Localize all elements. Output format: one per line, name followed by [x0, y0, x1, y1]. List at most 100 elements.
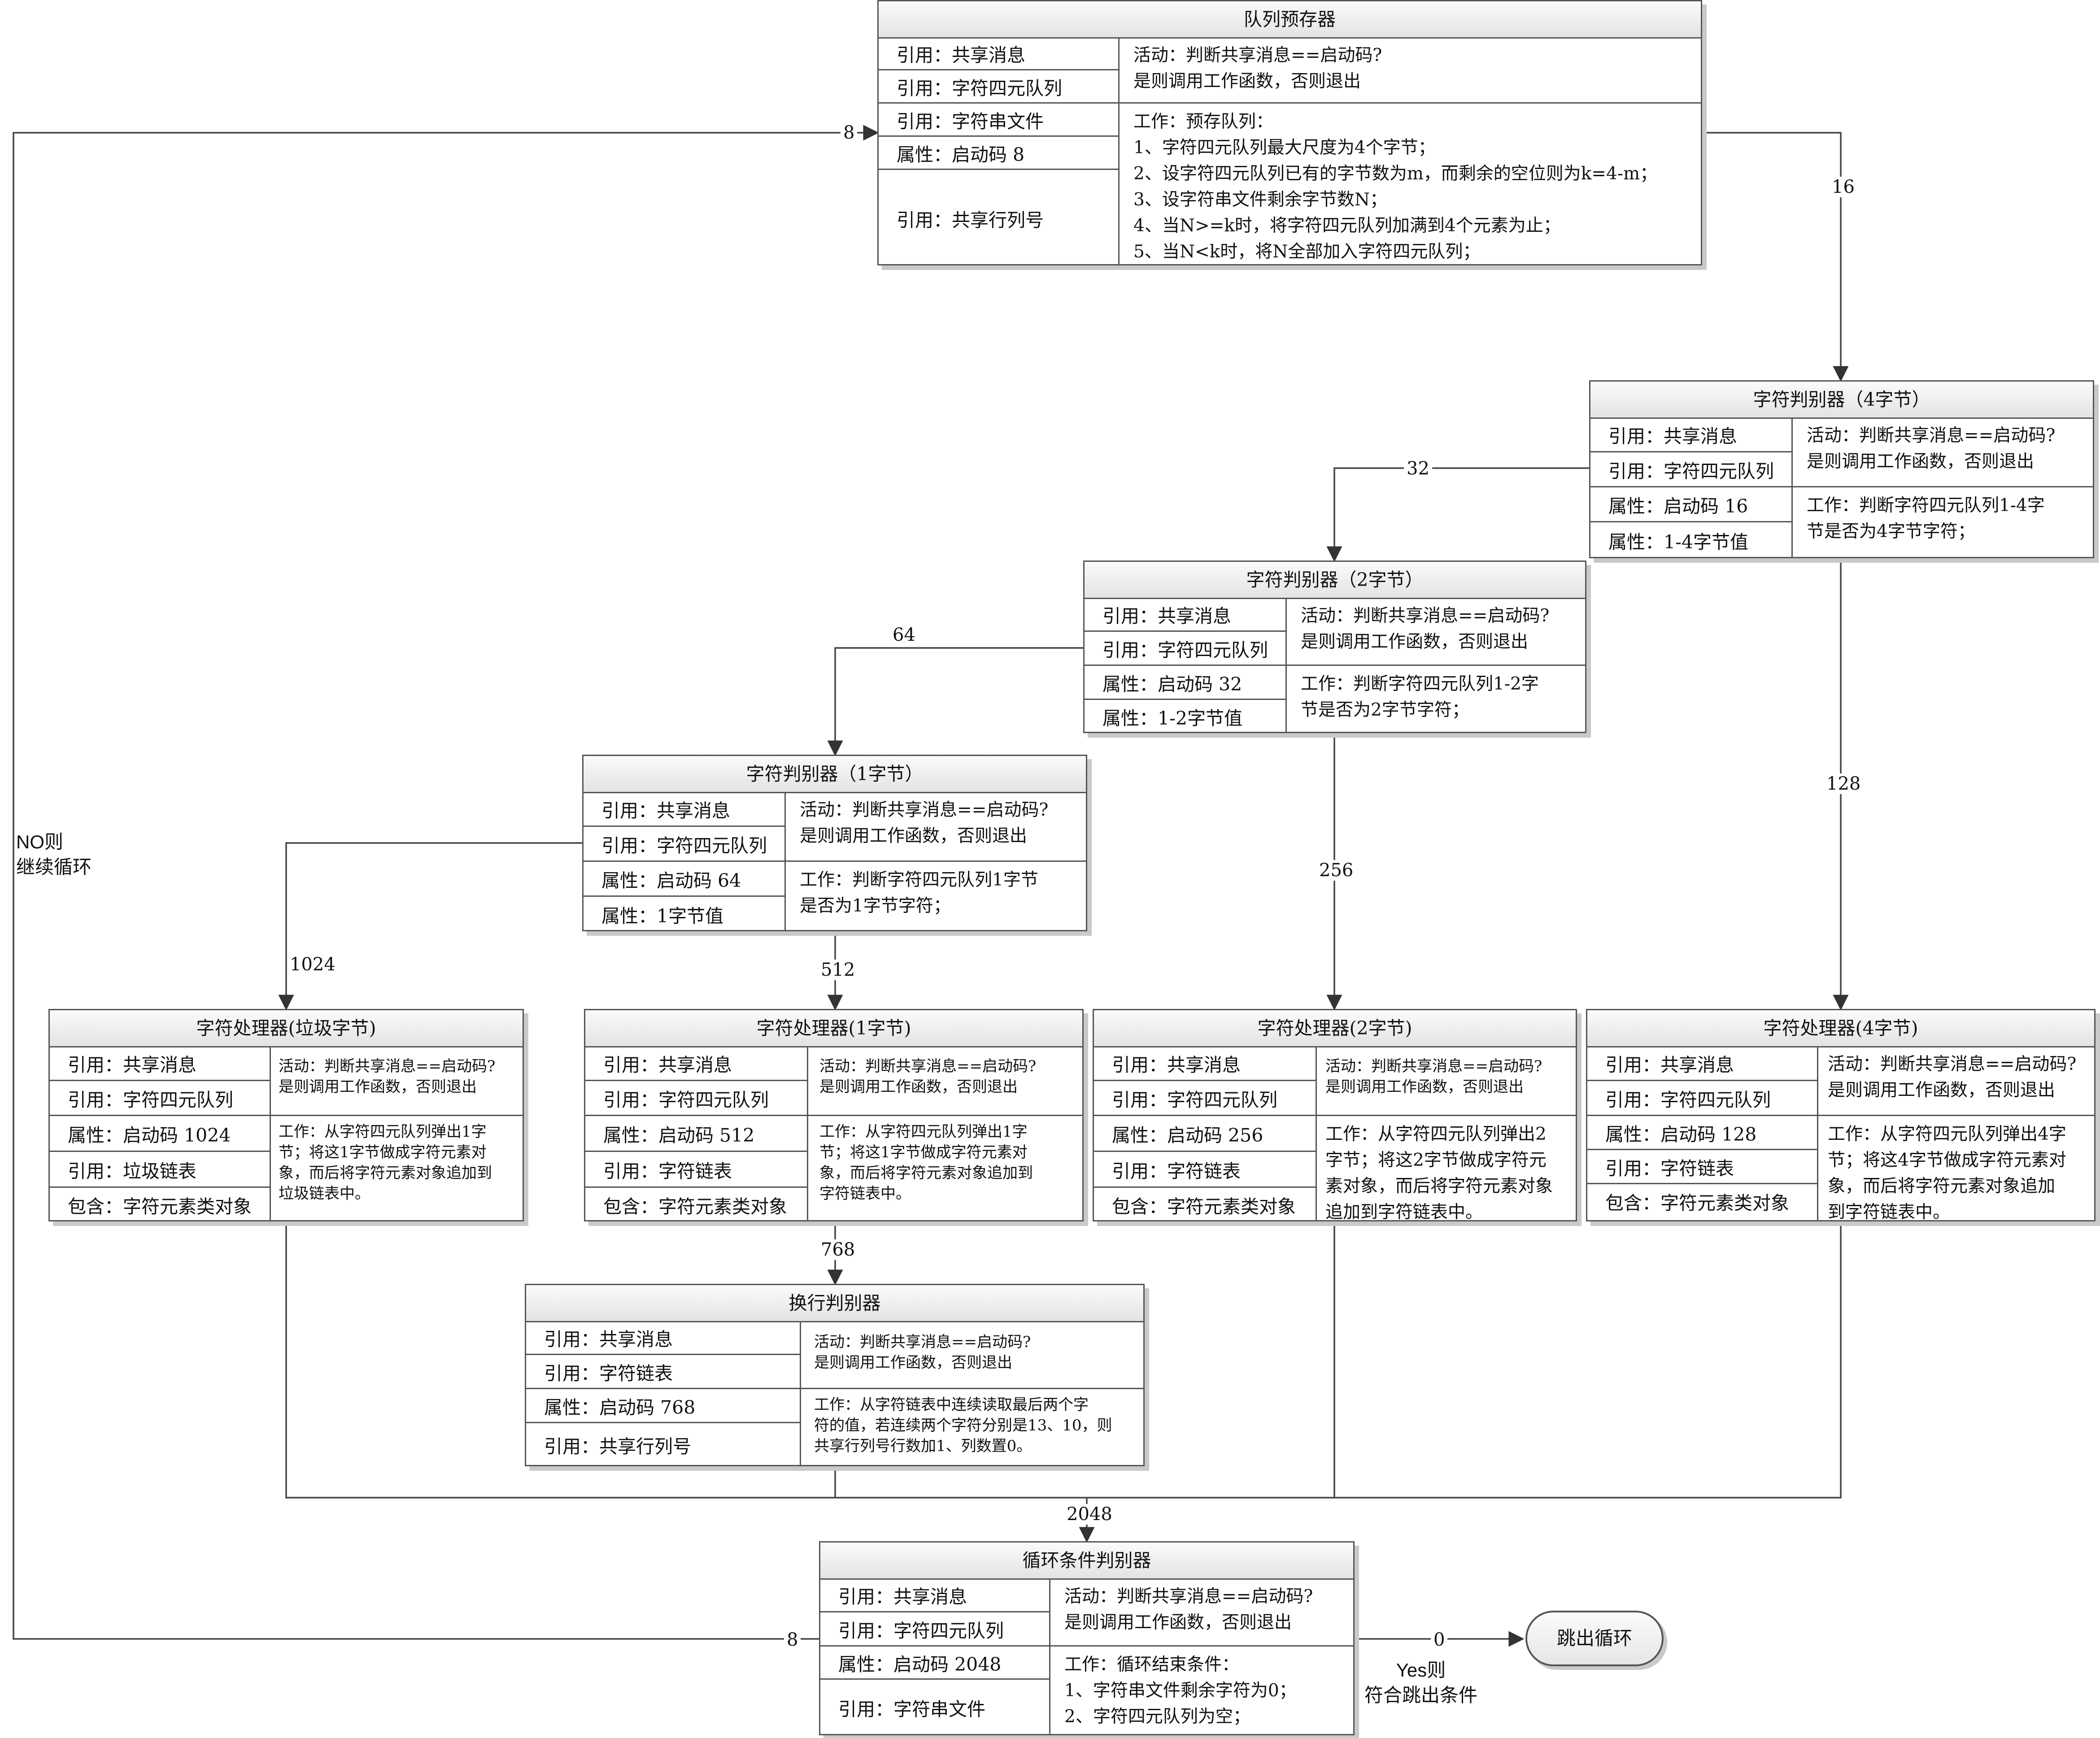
loop-condition-judge-methods: 活动：判断共享消息==启动码? 是则调用工作函数，否则退出 工作：循环结束条件：… — [1046, 1578, 1353, 1734]
field-row: 引用：共享消息 — [526, 1321, 800, 1355]
field-row: 属性：1-2字节值 — [1102, 708, 1243, 729]
field-row: 属性：启动码 768 — [526, 1389, 800, 1423]
activity-text: 活动：判断共享消息==启动码? 是则调用工作函数，否则退出 — [797, 1321, 1143, 1389]
work-text: 工作：判断字符四元队列1-2字 节是否为2字节字符； — [1301, 674, 1539, 720]
queue-prestore-fields: 引用：共享消息 引用：字符四元队列 引用：字符串文件 属性：启动码 8 引用：共… — [879, 37, 1120, 264]
activity-text: 活动：判断共享消息==启动码? 是则调用工作函数，否则退出 — [1115, 37, 1701, 104]
work-text: 工作：从字符四元队列弹出1字 节；将这1字节做成字符元素对 象，而后将字符元素对… — [279, 1123, 492, 1203]
field-row: 引用：字符四元队列 — [1085, 632, 1285, 666]
edge-32 — [1326, 467, 1589, 562]
activity-text: 活动：判断共享消息==启动码? 是则调用工作函数，否则退出 — [804, 1046, 1082, 1116]
field-row: 引用：共享消息 — [1590, 417, 1791, 452]
edge-label-2048: 2048 — [1064, 1504, 1115, 1525]
field-row: 引用：字符串文件 — [838, 1699, 985, 1720]
field-row: 属性：启动码 16 — [1590, 487, 1791, 522]
activity-text: 活动：判断共享消息==启动码? 是则调用工作函数，否则退出 — [1283, 598, 1585, 666]
newline-judge-methods: 活动：判断共享消息==启动码? 是则调用工作函数，否则退出 工作：从字符链表中连… — [797, 1321, 1143, 1465]
field-row: 引用：字符四元队列 — [879, 70, 1118, 104]
loop-condition-judge-title: 循环条件判别器 — [820, 1542, 1353, 1580]
field-row: 引用：共享消息 — [1085, 598, 1285, 632]
edge-label-64: 64 — [890, 625, 918, 645]
char-processor-2-box: 字符处理器(2字节) 引用：共享消息 引用：字符四元队列 属性：启动码 256 … — [1093, 1009, 1577, 1222]
field-row: 属性：启动码 128 — [1587, 1116, 1817, 1150]
field-row: 引用：共享消息 — [879, 37, 1118, 70]
char-processor-1-title: 字符处理器(1字节) — [585, 1010, 1082, 1047]
field-row: 包含：字符元素类对象 — [1605, 1192, 1789, 1214]
field-row: 属性：启动码 512 — [585, 1116, 807, 1152]
field-row: 属性：启动码 8 — [879, 137, 1118, 170]
char-processor-1-methods: 活动：判断共享消息==启动码? 是则调用工作函数，否则退出 工作：从字符四元队列… — [804, 1046, 1082, 1220]
field-row: 引用：字符四元队列 — [1587, 1081, 1817, 1116]
field-row: 属性：启动码 32 — [1085, 666, 1285, 700]
field-row: 引用：字符链表 — [585, 1152, 807, 1188]
char-judge-1-box: 字符判别器（1字节） 引用：共享消息 引用：字符四元队列 属性：启动码 64 属… — [582, 755, 1087, 931]
field-row: 引用：字符链表 — [1587, 1150, 1817, 1184]
activity-text: 活动：判断共享消息==启动码? 是则调用工作函数，否则退出 — [1046, 1578, 1353, 1647]
exit-loop-terminal: 跳出循环 — [1525, 1611, 1664, 1666]
edge-1024 — [278, 842, 582, 1011]
field-row: 属性：启动码 1024 — [50, 1116, 270, 1152]
field-row: 属性：1-4字节值 — [1608, 531, 1749, 553]
field-row: 属性：1字节值 — [601, 905, 724, 927]
field-row: 引用：字符四元队列 — [584, 827, 784, 862]
field-row: 属性：启动码 2048 — [820, 1647, 1049, 1680]
char-processor-4-title: 字符处理器(4字节) — [1587, 1010, 2094, 1047]
work-text: 工作：判断字符四元队列1-4字 节是否为4字节字符； — [1807, 495, 2045, 542]
char-judge-4-box: 字符判别器（4字节） 引用：共享消息 引用：字符四元队列 属性：启动码 16 属… — [1589, 380, 2094, 558]
char-judge-2-fields: 引用：共享消息 引用：字符四元队列 属性：启动码 32 属性：1-2字节值 — [1085, 598, 1287, 732]
edge-label-8-bottom: 8 — [784, 1629, 801, 1650]
char-processor-1-box: 字符处理器(1字节) 引用：共享消息 引用：字符四元队列 属性：启动码 512 … — [584, 1009, 1084, 1221]
edge-label-256: 256 — [1316, 860, 1356, 881]
field-row: 引用：字符四元队列 — [585, 1081, 807, 1116]
field-row: 引用：共享消息 — [820, 1578, 1049, 1612]
char-judge-2-box: 字符判别器（2字节） 引用：共享消息 引用：字符四元队列 属性：启动码 32 属… — [1083, 561, 1586, 733]
char-judge-1-title: 字符判别器（1字节） — [584, 756, 1086, 793]
no-continue-loop-note: NO则 继续循环 — [16, 831, 92, 878]
edge-label-512: 512 — [818, 960, 858, 980]
field-row: 引用：字符四元队列 — [50, 1081, 270, 1116]
field-row: 属性：启动码 64 — [584, 862, 784, 897]
work-text: 工作：预存队列： 1、字符四元队列最大尺度为4个字节； 2、设字符四元队列已有的… — [1133, 112, 1658, 262]
edge-label-8-top: 8 — [841, 122, 858, 143]
edge-label-128: 128 — [1824, 773, 1864, 794]
loop-condition-judge-box: 循环条件判别器 引用：共享消息 引用：字符四元队列 属性：启动码 2048 引用… — [819, 1541, 1355, 1735]
newline-judge-box: 换行判别器 引用：共享消息 引用：字符链表 属性：启动码 768 引用：共享行列… — [525, 1284, 1145, 1466]
work-text: 工作：从字符四元队列弹出1字 节；将这1字节做成字符元素对 象，而后将字符元素对… — [819, 1123, 1033, 1203]
newline-judge-fields: 引用：共享消息 引用：字符链表 属性：启动码 768 引用：共享行列号 — [526, 1321, 801, 1465]
char-judge-2-title: 字符判别器（2字节） — [1085, 562, 1585, 599]
field-row: 引用：共享行列号 — [897, 209, 1044, 231]
edge-label-32: 32 — [1404, 458, 1432, 479]
edge-label-1024: 1024 — [287, 954, 338, 975]
edge-label-0: 0 — [1431, 1629, 1448, 1650]
char-processor-garbage-title: 字符处理器(垃圾字节) — [50, 1010, 523, 1047]
char-judge-2-methods: 活动：判断共享消息==启动码? 是则调用工作函数，否则退出 工作：判断字符四元队… — [1283, 598, 1585, 732]
field-row: 引用：共享消息 — [50, 1046, 270, 1081]
char-processor-garbage-box: 字符处理器(垃圾字节) 引用：共享消息 引用：字符四元队列 属性：启动码 102… — [48, 1009, 524, 1221]
char-judge-4-fields: 引用：共享消息 引用：字符四元队列 属性：启动码 16 属性：1-4字节值 — [1590, 417, 1793, 557]
edge-2048 — [285, 1221, 1842, 1541]
char-judge-4-methods: 活动：判断共享消息==启动码? 是则调用工作函数，否则退出 工作：判断字符四元队… — [1789, 417, 2093, 557]
field-row: 引用：字符链表 — [1094, 1152, 1316, 1188]
char-processor-1-fields: 引用：共享消息 引用：字符四元队列 属性：启动码 512 引用：字符链表 包含：… — [585, 1046, 808, 1220]
field-row: 引用：字符四元队列 — [1094, 1081, 1316, 1116]
char-judge-1-fields: 引用：共享消息 引用：字符四元队列 属性：启动码 64 属性：1字节值 — [584, 792, 786, 930]
field-row: 引用：字符四元队列 — [1590, 452, 1791, 487]
char-processor-2-title: 字符处理器(2字节) — [1094, 1010, 1576, 1047]
char-processor-2-fields: 引用：共享消息 引用：字符四元队列 属性：启动码 256 引用：字符链表 包含：… — [1094, 1046, 1317, 1220]
work-text: 工作：循环结束条件： 1、字符串文件剩余字符为0； 2、字符四元队列为空； — [1064, 1655, 1297, 1727]
queue-prestore-title: 队列预存器 — [879, 1, 1701, 39]
work-text: 工作：从字符链表中连续读取最后两个字 符的值，若连续两个字符分别是13、10，则… — [814, 1396, 1112, 1455]
char-processor-garbage-methods: 活动：判断共享消息==启动码? 是则调用工作函数，否则退出 工作：从字符四元队列… — [267, 1046, 523, 1220]
activity-text: 活动：判断共享消息==启动码? 是则调用工作函数，否则退出 — [1313, 1046, 1576, 1116]
field-row: 引用：共享行列号 — [544, 1436, 691, 1457]
char-judge-4-title: 字符判别器（4字节） — [1590, 382, 2093, 419]
activity-text: 活动：判断共享消息==启动码? 是则调用工作函数，否则退出 — [1789, 417, 2093, 487]
yes-exit-condition-note: Yes则 符合跳出条件 — [1364, 1660, 1478, 1706]
edge-label-768: 768 — [818, 1239, 858, 1260]
field-row: 引用：共享消息 — [584, 792, 784, 827]
field-row: 引用：共享消息 — [1094, 1046, 1316, 1081]
field-row: 引用：字符链表 — [526, 1355, 800, 1389]
work-text: 工作：从字符四元队列弹出4字 节；将这4字节做成字符元素对 象，而后将字符元素对… — [1828, 1124, 2066, 1222]
edge-loop-back — [13, 125, 879, 1640]
